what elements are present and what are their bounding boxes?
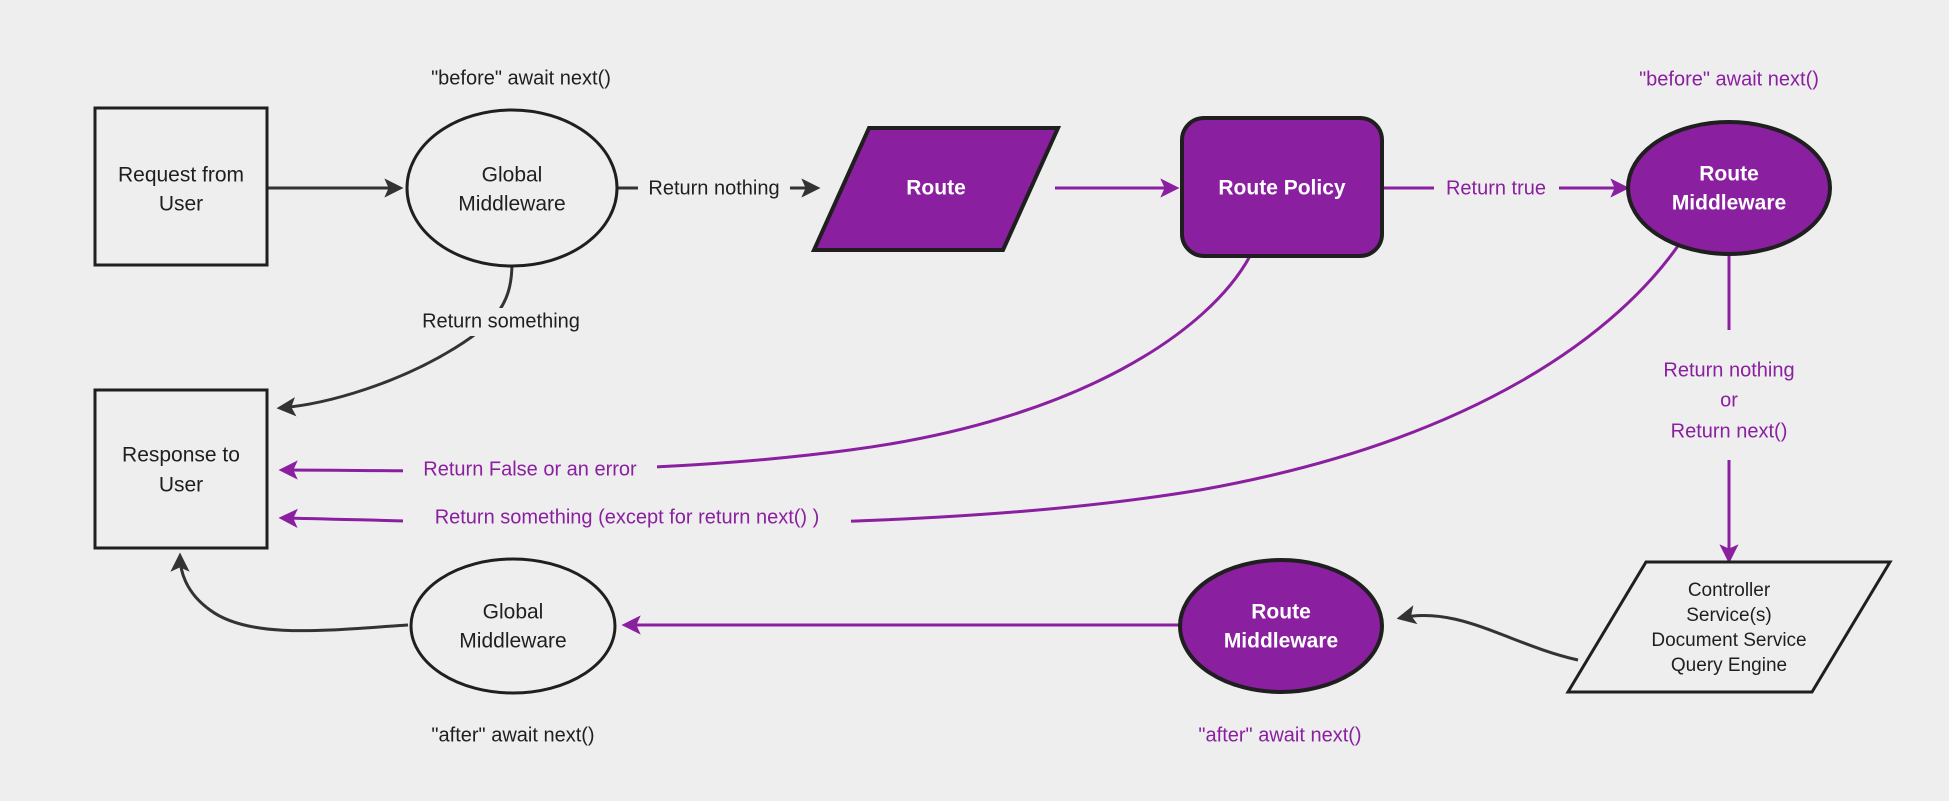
node-global-middleware-bottom-line2: Middleware — [459, 630, 566, 653]
node-global-middleware-top[interactable]: Global Middleware — [405, 108, 619, 268]
node-global-middleware-top-line2: Middleware — [458, 193, 565, 216]
edge-global-middleware-to-response — [276, 261, 514, 417]
node-controller[interactable]: Controller Service(s) Document Service Q… — [1565, 560, 1893, 694]
node-response-to-user[interactable]: Response to User — [93, 388, 269, 550]
node-global-middleware-bottom[interactable]: Global Middleware — [409, 557, 617, 695]
edge-label-return-false-or-error: Return False or an error — [403, 456, 657, 484]
node-global-middleware-top-line1: Global — [482, 164, 543, 187]
edge-label-return-something-except-next: Return something (except for return next… — [403, 504, 851, 532]
edge-label-return-nothing-top: Return nothing — [638, 174, 790, 202]
edge-label-return-false-or-error-text: Return False or an error — [423, 458, 637, 480]
node-request-from-user-line2: User — [159, 193, 203, 216]
annotation-before-await-next-route: "before" await next() — [1639, 68, 1819, 90]
node-route-policy-label: Route Policy — [1218, 177, 1346, 200]
edge-controller-to-route-middleware-bottom — [1396, 605, 1579, 662]
edge-global-middleware-bottom-to-response — [170, 552, 409, 633]
annotation-after-await-next-route: "after" await next() — [1198, 724, 1361, 746]
edge-label-return-true: Return true — [1434, 174, 1559, 202]
node-route-middleware-bottom[interactable]: Route Middleware — [1178, 558, 1384, 694]
node-request-from-user-line1: Request from — [118, 164, 244, 187]
node-controller-line2: Service(s) — [1686, 605, 1772, 626]
node-controller-line1: Controller — [1688, 580, 1771, 601]
node-route[interactable]: Route — [810, 126, 1062, 252]
edge-label-return-nothing-or-next-line2: or — [1720, 389, 1738, 411]
node-controller-line3: Document Service — [1651, 630, 1806, 651]
edge-label-return-nothing-top-text: Return nothing — [648, 177, 779, 199]
edge-label-return-nothing-or-next-line1: Return nothing — [1663, 359, 1794, 381]
edge-label-return-true-text: Return true — [1446, 177, 1546, 199]
edge-label-return-something-except-next-text: Return something (except for return next… — [435, 506, 820, 528]
node-global-middleware-bottom-line1: Global — [483, 601, 544, 624]
node-request-from-user[interactable]: Request from User — [93, 106, 269, 267]
node-controller-line4: Query Engine — [1671, 655, 1787, 676]
node-route-policy[interactable]: Route Policy — [1180, 116, 1384, 258]
node-response-to-user-line2: User — [159, 474, 203, 497]
node-route-middleware-top[interactable]: Route Middleware — [1626, 120, 1832, 256]
annotation-after-await-next-global: "after" await next() — [431, 724, 594, 746]
edge-label-return-something-top: Return something — [408, 308, 594, 336]
edge-label-return-nothing-or-next: Return nothing or Return next() — [1640, 355, 1820, 460]
node-response-to-user-line1: Response to — [122, 444, 240, 467]
edge-label-return-nothing-or-next-line3: Return next() — [1671, 420, 1788, 442]
node-route-middleware-bottom-line1: Route — [1251, 601, 1311, 624]
node-route-middleware-top-line2: Middleware — [1672, 192, 1786, 215]
edge-label-return-something-top-text: Return something — [422, 310, 580, 332]
node-route-middleware-top-line1: Route — [1699, 163, 1759, 186]
node-route-middleware-bottom-line2: Middleware — [1224, 630, 1338, 653]
annotation-before-await-next-global: "before" await next() — [431, 67, 611, 89]
node-route-label: Route — [906, 177, 966, 200]
